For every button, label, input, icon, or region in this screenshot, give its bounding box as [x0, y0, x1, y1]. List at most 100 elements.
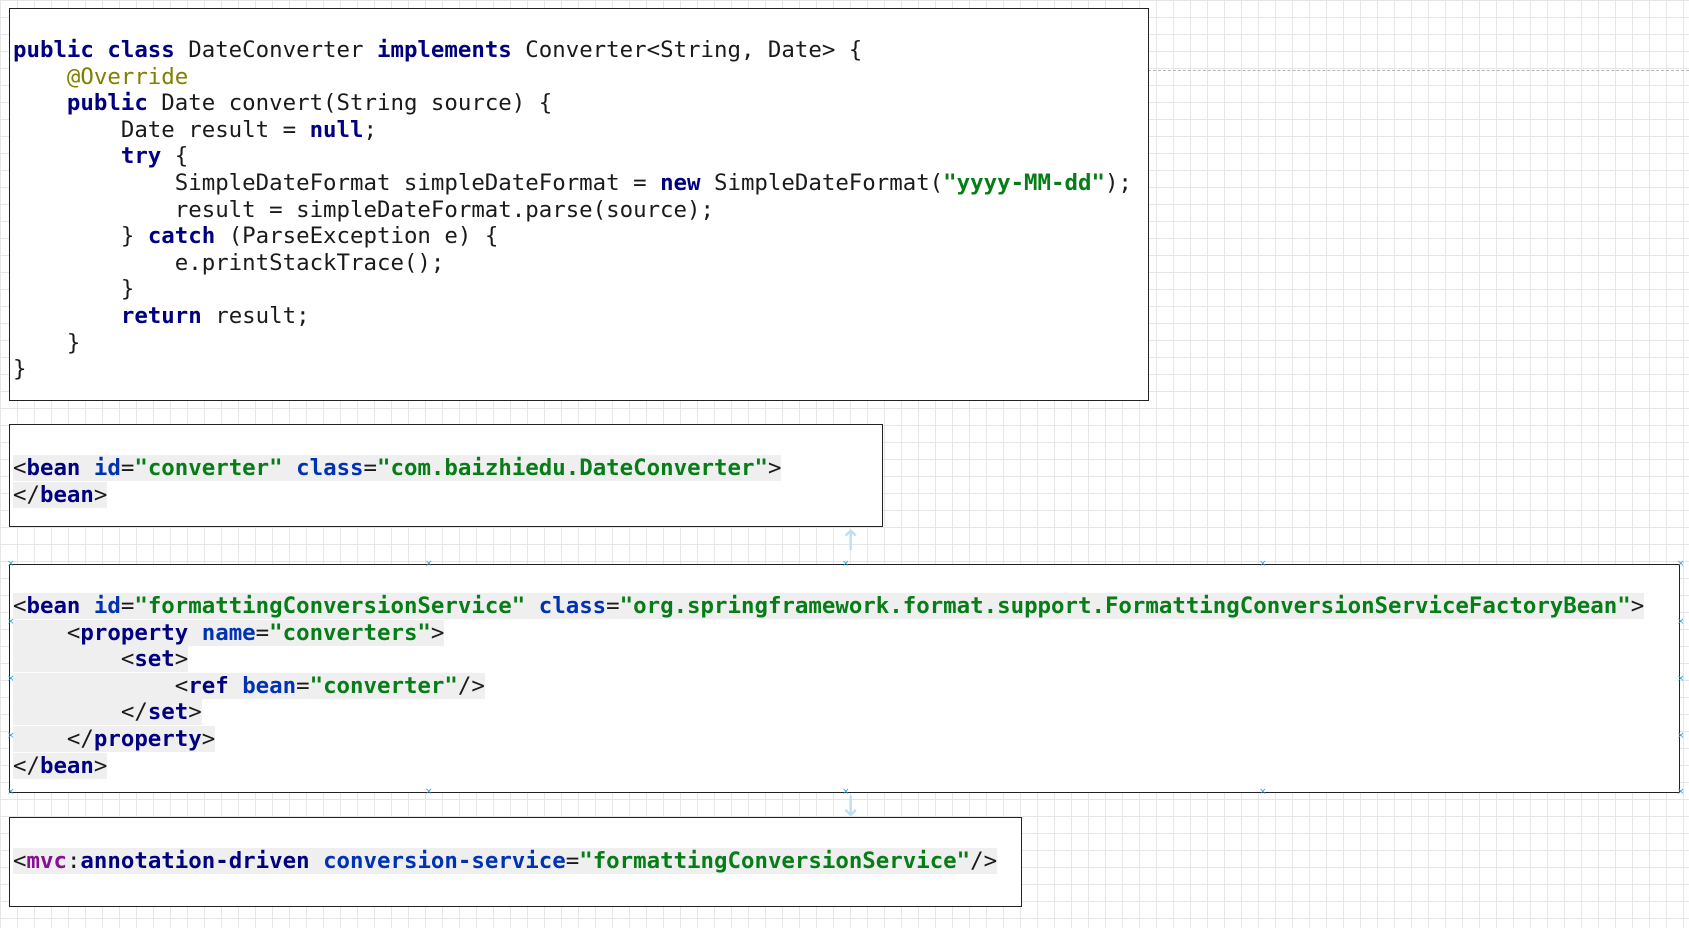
- code-token: [310, 848, 323, 874]
- code-line-content: }: [13, 356, 26, 382]
- code-token: public: [66, 90, 148, 117]
- code-token: conversion-service: [323, 848, 566, 874]
- code-token: {: [161, 143, 189, 170]
- selection-handle-left-3-icon[interactable]: ×: [7, 731, 15, 741]
- code-token: <: [13, 455, 27, 481]
- code-token: "org.springframework.format.support.Form…: [619, 593, 1631, 619]
- code-token: "yyyy-MM-dd": [943, 169, 1105, 196]
- code-token: }: [13, 276, 135, 303]
- code-token: >: [188, 699, 202, 726]
- code-token: set: [147, 699, 189, 726]
- code-token: >: [201, 725, 216, 752]
- selection-handle-top-left-icon[interactable]: ×: [7, 559, 15, 569]
- connect-arrow-down-icon[interactable]: ↓: [839, 790, 863, 823]
- code-line-content: return result;: [13, 303, 310, 329]
- code-line-content: <mvc:annotation-driven conversion-servic…: [13, 848, 998, 874]
- code-token: >: [93, 752, 108, 779]
- code-token: public class: [13, 37, 175, 63]
- code-line: public class DateConverter implements Co…: [13, 37, 1132, 64]
- code-line: public Date convert(String source) {: [13, 90, 1132, 117]
- selection-handle-bottom-left-icon[interactable]: ×: [7, 787, 15, 797]
- code-line: Date result = null;: [13, 117, 1132, 144]
- code-token: set: [134, 646, 175, 673]
- code-token: ;: [363, 116, 377, 143]
- code-token: [525, 593, 538, 619]
- code-line-content: <ref bean="converter"/>: [13, 672, 485, 699]
- selection-handle-top-1-icon[interactable]: ×: [425, 559, 433, 569]
- selection-handle-top-right-icon[interactable]: ×: [1677, 559, 1685, 569]
- connect-arrow-up-icon[interactable]: ↑: [839, 524, 863, 557]
- code-token: </: [13, 725, 94, 752]
- code-token: [80, 593, 93, 619]
- selection-handle-bottom-center-icon[interactable]: ×: [842, 787, 850, 797]
- java-code-panel[interactable]: public class DateConverter implements Co…: [9, 8, 1149, 401]
- code-token: bean: [26, 593, 81, 619]
- code-token: />: [457, 672, 485, 699]
- code-token: bean: [39, 752, 94, 779]
- code-line: <bean id="converter" class="com.baizhied…: [13, 455, 782, 482]
- code-token: }: [13, 329, 81, 356]
- code-line-content: } catch (ParseException e) {: [13, 223, 498, 249]
- code-token: );: [1104, 169, 1132, 196]
- code-line: <set>: [13, 646, 1644, 673]
- code-token: <: [13, 619, 81, 646]
- code-line-content: </property>: [13, 725, 216, 752]
- code-token: implements: [376, 37, 512, 63]
- code-token: "formattingConversionService": [134, 593, 526, 619]
- code-token: Converter<String, Date> {: [511, 37, 863, 63]
- selection-handle-left-1-icon[interactable]: ×: [7, 617, 15, 627]
- code-token: =: [296, 672, 310, 699]
- code-token: name: [201, 619, 256, 646]
- conversion-service-panel[interactable]: <bean id="formattingConversionService" c…: [9, 564, 1680, 793]
- code-token: property: [80, 619, 189, 646]
- conversion-service-code: <bean id="formattingConversionService" c…: [13, 593, 1645, 780]
- selection-handle-bottom-1-icon[interactable]: ×: [425, 787, 433, 797]
- selection-handle-right-1-icon[interactable]: ×: [1677, 617, 1685, 627]
- code-line-content: <set>: [13, 646, 189, 673]
- code-token: [188, 620, 201, 646]
- selection-handle-right-2-icon[interactable]: ×: [1677, 674, 1685, 684]
- code-token: }: [13, 223, 148, 250]
- code-token: DateConverter: [174, 37, 377, 63]
- code-token: />: [970, 848, 998, 874]
- code-token: <: [13, 593, 27, 619]
- code-token: bean: [26, 455, 81, 481]
- converter-bean-panel[interactable]: <bean id="converter" class="com.baizhied…: [9, 424, 883, 527]
- code-token: =: [255, 619, 270, 646]
- code-token: "formattingConversionService": [579, 848, 971, 874]
- code-token: >: [1630, 593, 1645, 619]
- code-line-content: <property name="converters">: [13, 619, 445, 646]
- selection-handle-top-center-icon[interactable]: ×: [842, 559, 850, 569]
- code-token: [13, 143, 121, 169]
- code-token: [80, 455, 93, 481]
- code-token: SimpleDateFormat(: [700, 169, 944, 196]
- code-token: @Override: [66, 63, 189, 90]
- code-line: </bean>: [13, 752, 1644, 780]
- code-token: bean: [242, 672, 297, 699]
- code-token: Date result =: [13, 116, 310, 143]
- code-token: bean: [39, 481, 94, 508]
- selection-handle-right-3-icon[interactable]: ×: [1677, 731, 1685, 741]
- code-token: class: [538, 593, 607, 619]
- code-token: Date convert(String source) {: [147, 90, 553, 117]
- code-token: </: [13, 481, 40, 508]
- selection-handle-bottom-right-icon[interactable]: ×: [1677, 787, 1685, 797]
- selection-handle-left-2-icon[interactable]: ×: [7, 674, 15, 684]
- selection-handle-bottom-3-icon[interactable]: ×: [1259, 787, 1267, 797]
- code-token: "converter": [309, 672, 458, 699]
- code-token: id: [93, 593, 121, 619]
- code-token: <: [13, 848, 27, 874]
- code-line-content: public Date convert(String source) {: [13, 90, 552, 116]
- code-token: e.printStackTrace();: [13, 249, 445, 276]
- code-line-content: SimpleDateFormat simpleDateFormat = new …: [13, 170, 1132, 196]
- code-token: "converter": [134, 455, 283, 481]
- code-line: e.printStackTrace();: [13, 250, 1132, 277]
- code-token: <: [13, 672, 189, 699]
- code-token: [283, 455, 296, 481]
- code-line-content: }: [13, 276, 135, 303]
- code-line: } catch (ParseException e) {: [13, 223, 1132, 250]
- selection-handle-top-3-icon[interactable]: ×: [1259, 559, 1267, 569]
- code-token: result;: [201, 302, 310, 329]
- mvc-annotation-panel[interactable]: <mvc:annotation-driven conversion-servic…: [9, 817, 1022, 907]
- code-token: =: [120, 455, 135, 481]
